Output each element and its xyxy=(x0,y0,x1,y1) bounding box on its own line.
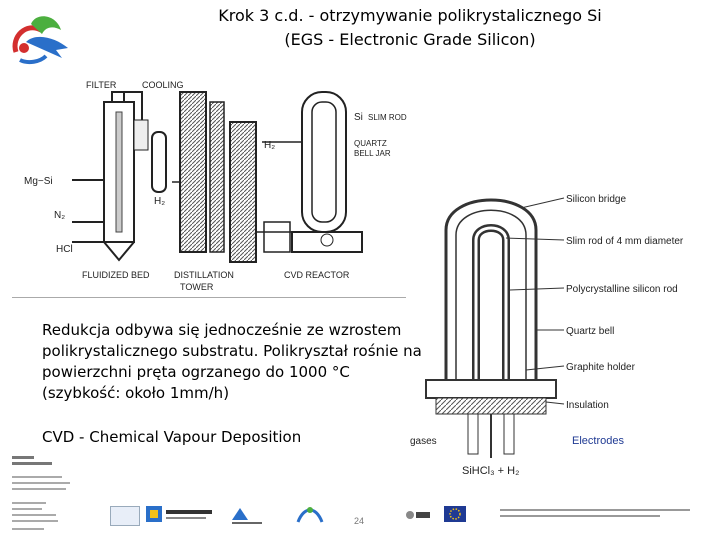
label-h2-b: H₂ xyxy=(154,196,165,207)
label-mg-si: Mg−Si xyxy=(24,176,53,187)
label-quartz-bell: Quartz bell xyxy=(566,326,614,337)
slide-title: Krok 3 c.d. - otrzymywanie polikrystalic… xyxy=(150,4,670,52)
label-h2-a: H₂ xyxy=(264,140,275,151)
label-quartz: QUARTZ xyxy=(354,139,387,148)
label-tower: TOWER xyxy=(180,282,214,292)
partner-logo-1 xyxy=(228,504,268,526)
eu-flag-logo-left xyxy=(110,506,140,526)
description-text: Redukcja odbywa się jednocześnie ze wzro… xyxy=(42,320,422,404)
label-cvd-reactor: CVD REACTOR xyxy=(284,270,350,280)
label-gases: gases xyxy=(410,436,437,447)
body-line-4: (szybkość: około 1mm/h) xyxy=(42,384,230,402)
label-bell-jar: BELL JAR xyxy=(354,149,391,158)
label-hcl: HCl xyxy=(56,244,73,255)
project-logo xyxy=(6,12,76,74)
label-slim-rod: SLIM ROD xyxy=(368,113,407,122)
label-n2: N₂ xyxy=(54,210,65,221)
page-number: 24 xyxy=(354,516,365,526)
label-cooling: COOLING xyxy=(142,80,184,90)
label-polycrystalline-rod: Polycrystalline silicon rod xyxy=(566,284,678,295)
body-line-3: powierzchni pręta ogrzanego do 1000 °C xyxy=(42,363,350,381)
title-line-2: (EGS - Electronic Grade Silicon) xyxy=(284,30,536,49)
body-line-1: Redukcja odbywa się jednocześnie ze wzro… xyxy=(42,321,402,339)
label-formula: SiHCl₃ + H₂ xyxy=(462,465,519,477)
partner-logo-2 xyxy=(290,502,330,526)
eu-funding-text-graphic xyxy=(500,506,700,522)
label-fluidized-bed: FLUIDIZED BED xyxy=(82,270,150,280)
reactor-diagram: Silicon bridge Slim rod of 4 mm diameter… xyxy=(406,180,706,480)
label-slim-rod-4mm: Slim rod of 4 mm diameter xyxy=(566,236,684,247)
label-electrodes: Electrodes xyxy=(572,435,624,447)
eu-flag-logo xyxy=(444,506,466,522)
body-line-2: polikrystalicznego substratu. Polikryszt… xyxy=(42,342,422,360)
project-partner-note xyxy=(12,452,82,532)
partner-logo-3 xyxy=(404,508,432,520)
label-distillation: DISTILLATION xyxy=(174,270,234,280)
label-silicon-bridge: Silicon bridge xyxy=(566,194,626,205)
cvd-definition: CVD - Chemical Vapour Deposition xyxy=(42,428,302,446)
label-graphite-holder: Graphite holder xyxy=(566,362,636,373)
kapital-ludzki-logo xyxy=(146,504,216,526)
title-line-1: Krok 3 c.d. - otrzymywanie polikrystalic… xyxy=(218,6,602,25)
process-diagram: FILTER COOLING Si SLIM ROD H₂ QUARTZ BEL… xyxy=(12,72,452,299)
label-filter: FILTER xyxy=(86,80,117,90)
label-si: Si xyxy=(354,112,363,123)
label-insulation: Insulation xyxy=(566,400,609,411)
